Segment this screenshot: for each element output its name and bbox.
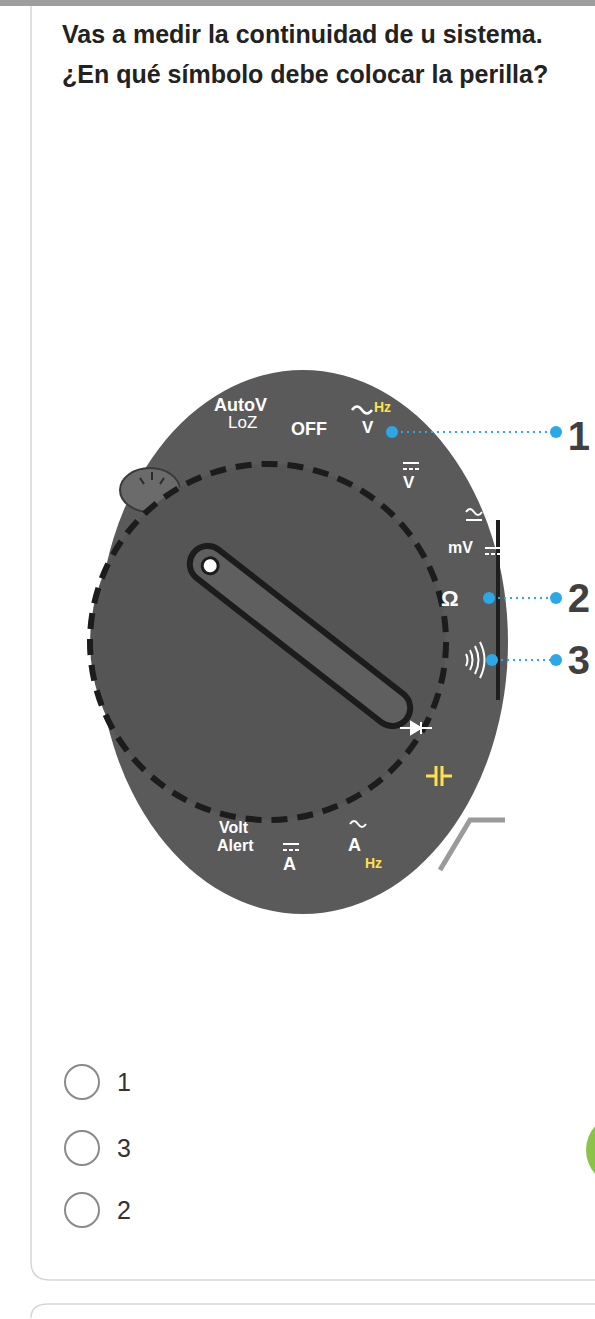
dc-symbol [485,548,501,554]
ac-symbol [350,821,366,827]
option-label: 3 [117,1136,131,1161]
leader-dot [386,426,562,666]
leader-line [395,432,552,660]
top-bar [0,0,595,6]
callout-number: 2 [568,578,590,618]
dial-label: AutoV [214,396,267,414]
dial-label: A [348,836,361,854]
dial-label: LoZ [228,414,257,431]
option-label: 1 [117,1070,131,1095]
housing-edge [440,820,505,870]
continuity-symbol [466,642,485,678]
action-button [586,1114,595,1186]
knob-pointer [183,539,418,734]
dial-label: A [283,855,296,873]
option-label: 2 [117,1198,131,1223]
dc-symbol [283,844,299,850]
dial-label: mV [448,540,473,556]
dial-label: Hz [365,856,382,870]
radio-button [65,1065,99,1227]
dial-label: OFF [291,420,327,438]
ac-symbol [352,407,372,414]
card-border [31,6,595,1280]
question-title: Vas a medir la continuidad de u sistema.… [62,14,587,94]
callout-number: 3 [568,640,590,680]
callout-number: 1 [568,416,590,456]
ac-dc-symbol [466,509,482,520]
dc-symbol [403,463,419,469]
next-card-border [31,1304,595,1319]
rotary-knob [90,464,446,820]
dial-label: Volt [219,820,248,836]
capacitor-symbol [426,766,452,786]
dial-label: V [403,474,414,491]
dial-label: V [362,419,373,436]
dial-label: Hz [374,400,391,414]
diode-symbol [400,722,432,734]
dial-label: Alert [217,838,253,854]
dial-label: Ω [441,588,459,610]
knob-grip [140,472,164,484]
